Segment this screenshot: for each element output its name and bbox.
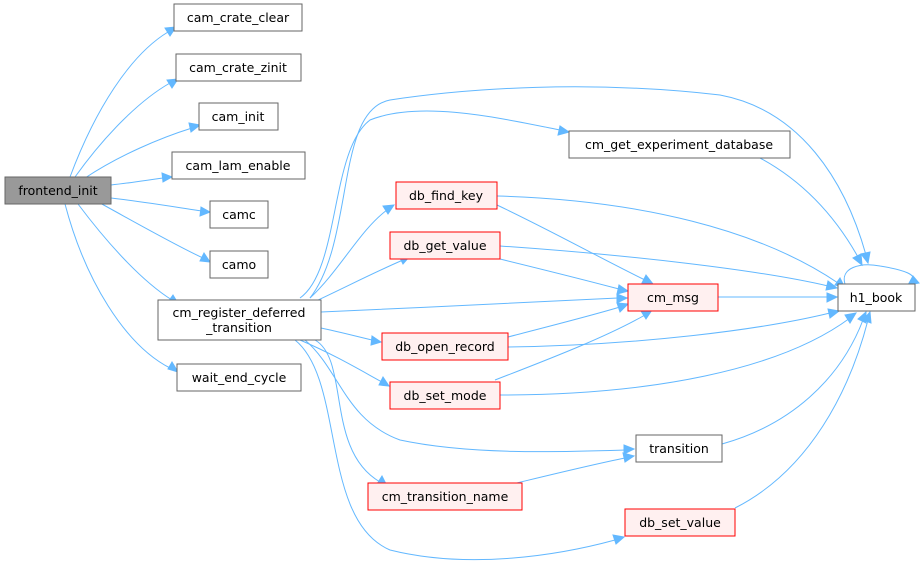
node-cam-crate-zinit[interactable]: cam_crate_zinit bbox=[175, 53, 302, 82]
edge-cm-register-to-db-open-record bbox=[320, 327, 373, 341]
node-cm-get-experiment-database[interactable]: cm_get_experiment_database bbox=[568, 130, 791, 159]
arrowhead bbox=[641, 274, 655, 285]
node-label: camc bbox=[222, 207, 256, 222]
arrowhead bbox=[616, 284, 630, 295]
arrowhead bbox=[166, 78, 179, 89]
edge-frontend-init-to-wait-end-cycle bbox=[64, 203, 171, 369]
edge-cm-register-to-db-find-key bbox=[309, 209, 388, 299]
edge-frontend-init-to-cam-crate-clear bbox=[69, 31, 169, 178]
node-cam-lam-enable[interactable]: cam_lam_enable bbox=[171, 151, 306, 180]
node-label: wait_end_cycle bbox=[192, 370, 287, 385]
arrowhead bbox=[622, 452, 636, 463]
node-frontend-init[interactable]: frontend_init bbox=[4, 176, 112, 205]
arrowhead bbox=[382, 204, 395, 215]
node-db-get-value[interactable]: db_get_value bbox=[389, 231, 501, 260]
node-label: db_find_key bbox=[409, 188, 484, 203]
arrowhead bbox=[616, 293, 629, 304]
arrowhead bbox=[161, 172, 174, 183]
node-cm-register-deferred-transition[interactable]: cm_register_deferred _transition bbox=[157, 299, 322, 341]
node-label: db_set_mode bbox=[404, 388, 487, 403]
arrowhead bbox=[370, 335, 383, 346]
edge-frontend-init-to-camc bbox=[110, 197, 203, 212]
nodes: frontend_init cam_crate_clear cam_crate_… bbox=[4, 3, 916, 537]
node-cm-transition-name[interactable]: cm_transition_name bbox=[367, 482, 523, 511]
node-label-line-2: _transition bbox=[205, 320, 272, 335]
node-cam-crate-clear[interactable]: cam_crate_clear bbox=[173, 3, 303, 32]
arrowhead bbox=[164, 26, 177, 37]
node-wait-end-cycle[interactable]: wait_end_cycle bbox=[176, 363, 302, 392]
edge-cm-register-to-cm-transition-name bbox=[314, 339, 381, 483]
edge-transition-to-h1-book bbox=[721, 319, 864, 445]
node-label: db_open_record bbox=[395, 339, 495, 354]
node-camo[interactable]: camo bbox=[209, 250, 269, 279]
node-label: camo bbox=[222, 257, 256, 272]
arrowhead bbox=[199, 206, 212, 217]
node-label: cam_init bbox=[212, 109, 265, 124]
arrowhead bbox=[199, 252, 212, 263]
edge-h1-book-self-loop bbox=[843, 264, 914, 285]
arrowhead bbox=[557, 125, 571, 136]
edge-cm-register-to-h1-book-top bbox=[309, 86, 867, 299]
edge-cm-register-to-db-get-value bbox=[315, 259, 404, 302]
arrowhead bbox=[826, 292, 839, 303]
node-camc[interactable]: camc bbox=[209, 200, 269, 229]
node-db-open-record[interactable]: db_open_record bbox=[381, 332, 509, 361]
arrowhead bbox=[862, 310, 872, 324]
edge-db-set-mode-to-h1-book bbox=[499, 317, 851, 396]
node-cam-init[interactable]: cam_init bbox=[198, 102, 279, 131]
node-label: cm_get_experiment_database bbox=[585, 137, 773, 152]
node-label: cam_lam_enable bbox=[186, 158, 291, 173]
edge-db-find-key-to-h1-book bbox=[496, 195, 839, 284]
arrowhead bbox=[852, 253, 863, 267]
node-label: cm_msg bbox=[647, 290, 699, 305]
arrowhead bbox=[612, 534, 626, 545]
arrowhead bbox=[378, 376, 391, 387]
node-label: cam_crate_clear bbox=[187, 10, 290, 25]
arrowhead bbox=[616, 302, 630, 313]
arrowhead bbox=[844, 312, 857, 324]
arrowhead bbox=[623, 444, 636, 455]
edge-cm-register-to-cm-msg bbox=[320, 297, 619, 313]
node-h1-book[interactable]: h1_book bbox=[837, 283, 916, 312]
edge-frontend-init-to-cam-crate-zinit bbox=[74, 82, 171, 178]
edge-db-find-key-to-cm-msg bbox=[496, 204, 646, 281]
edge-db-get-value-to-h1-book bbox=[499, 245, 829, 287]
arrowhead bbox=[188, 122, 202, 133]
edge-cm-get-experiment-database-to-h1-book bbox=[759, 157, 859, 258]
arrowhead bbox=[825, 280, 839, 291]
edge-frontend-init-to-cam-init bbox=[84, 127, 193, 179]
node-label: cam_crate_zinit bbox=[189, 60, 287, 75]
edge-frontend-init-to-cam-lam-enable bbox=[110, 177, 164, 186]
arrowhead bbox=[167, 361, 180, 373]
node-label: db_get_value bbox=[403, 238, 486, 253]
node-label: frontend_init bbox=[18, 183, 97, 198]
node-transition[interactable]: transition bbox=[635, 434, 723, 463]
arrowhead bbox=[860, 251, 871, 265]
edge-frontend-init-to-cm-register bbox=[77, 203, 173, 301]
node-label: cm_transition_name bbox=[382, 489, 509, 504]
edge-db-open-record-to-h1-book bbox=[507, 312, 831, 348]
edges bbox=[64, 26, 920, 561]
edge-frontend-init-to-camo bbox=[99, 202, 204, 259]
node-label-line-1: cm_register_deferred bbox=[173, 305, 306, 320]
edge-cm-register-to-cm-get-experiment-database bbox=[299, 110, 561, 299]
node-label: transition bbox=[649, 441, 709, 456]
node-db-find-key[interactable]: db_find_key bbox=[395, 181, 498, 210]
node-label: db_set_value bbox=[639, 515, 721, 530]
node-cm-msg[interactable]: cm_msg bbox=[627, 283, 719, 312]
node-db-set-value[interactable]: db_set_value bbox=[624, 508, 736, 537]
edge-cm-register-to-transition bbox=[304, 339, 626, 453]
edge-db-open-record-to-cm-msg bbox=[507, 306, 621, 338]
edge-db-get-value-to-cm-msg bbox=[499, 258, 620, 290]
arrowhead bbox=[827, 308, 841, 319]
edge-db-set-mode-to-cm-msg bbox=[494, 314, 646, 381]
node-db-set-mode[interactable]: db_set_mode bbox=[389, 381, 501, 410]
edge-cm-register-to-db-set-value bbox=[294, 339, 616, 561]
node-label: h1_book bbox=[850, 290, 903, 305]
edge-db-set-value-to-h1-book bbox=[734, 319, 869, 509]
